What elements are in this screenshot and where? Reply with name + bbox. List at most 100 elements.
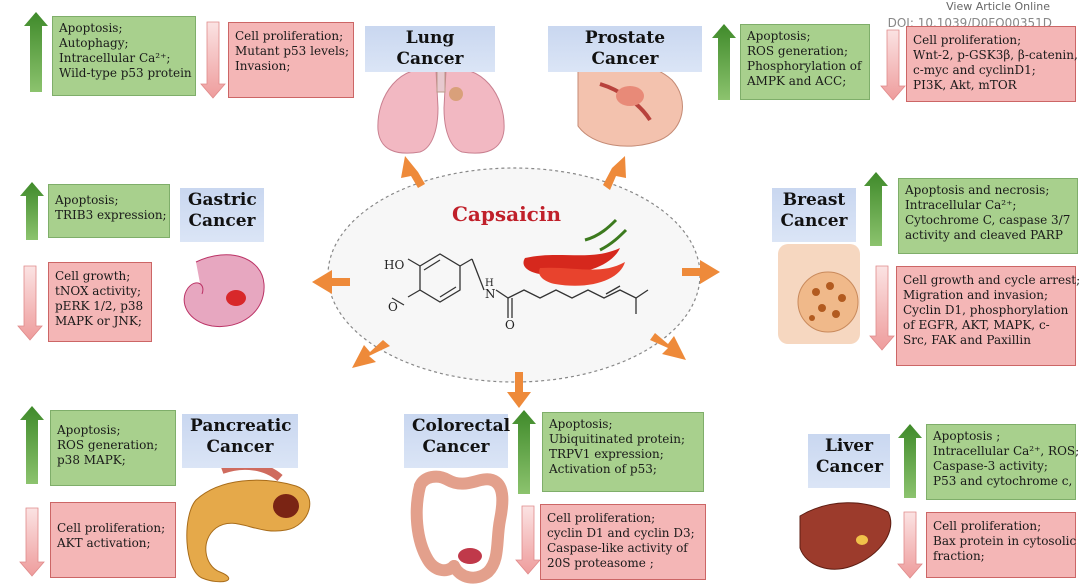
lung-up-item: Intracellular Ca²⁺; <box>59 51 171 65</box>
view-article-link[interactable]: View Article Online <box>946 0 1050 13</box>
up-arrow-pancreatic <box>20 406 44 484</box>
breast-down-item: of EGFR, AKT, MAPK, c- <box>903 318 1050 332</box>
arrow-to-breast-lower <box>650 333 686 360</box>
gastric-up-item: TRIB3 expression; <box>55 208 167 222</box>
colorectal-up-item: TRPV1 expression; <box>549 447 664 461</box>
prostate-up-item: AMPK and ACC; <box>747 74 847 88</box>
breast-up-item: activity and cleaved PARP <box>905 228 1063 242</box>
pancreatic-cancer-title: Pancreatic Cancer <box>182 414 298 468</box>
pancreatic-down-item: Cell proliferation; <box>57 521 166 535</box>
breast-title-line: Breast <box>782 190 846 210</box>
liver-up-item: P53 and cytochrome c, <box>933 474 1073 488</box>
prostate-down-item: Wnt-2, p-GSK3β, β-catenin, <box>913 48 1078 62</box>
down-arrow-lung <box>200 21 226 99</box>
lung-down-item: Cell proliferation; <box>235 29 344 43</box>
prostate-illustration <box>577 60 683 147</box>
colorectal-up-box: Apoptosis; Ubiquitinated protein; TRPV1 … <box>542 412 704 492</box>
liver-up-box: Apoptosis ; Intracellular Ca²⁺, ROS; Cas… <box>926 424 1080 500</box>
colorectal-cancer-title: Colorectal Cancer <box>404 414 511 468</box>
gastric-up-item: Apoptosis; <box>55 193 119 207</box>
up-arrows <box>20 12 922 498</box>
capsaicin-structure <box>391 253 649 318</box>
prostate-up-item: ROS generation; <box>747 44 849 58</box>
lung-up-item: Apoptosis; <box>59 21 123 35</box>
arrow-to-colorectal <box>507 372 531 408</box>
breast-illustration <box>778 244 860 344</box>
down-arrow-gastric <box>17 265 43 341</box>
prostate-cancer-title: Prostate Cancer <box>548 26 702 72</box>
breast-up-item: Cytochrome C, caspase 3/7 <box>905 213 1071 227</box>
liver-down-box: Cell proliferation; Bax protein in cytos… <box>926 512 1076 578</box>
liver-up-item: Caspase-3 activity; <box>933 459 1048 473</box>
colorectal-title-line: Colorectal <box>412 416 511 436</box>
up-arrow-breast <box>864 172 888 246</box>
gastric-down-item: pERK 1/2, p38 <box>55 299 144 313</box>
pancreas-illustration <box>186 461 311 583</box>
gastric-down-box: Cell growth; tNOX activity; pERK 1/2, p3… <box>48 262 152 342</box>
up-arrow-lung <box>24 12 48 92</box>
arrow-to-breast <box>682 260 720 284</box>
colorectal-up-item: Apoptosis; <box>549 417 613 431</box>
breast-title-line: Cancer <box>780 211 848 231</box>
pancreatic-up-item: ROS generation; <box>57 438 159 452</box>
lung-down-item: Mutant p53 levels; <box>235 44 349 58</box>
liver-up-item: Apoptosis ; <box>933 429 1001 443</box>
gastric-cancer-title: Gastric Cancer <box>180 188 264 242</box>
colorectal-up-item: Ubiquitinated protein; <box>549 432 686 446</box>
breast-up-item: Apoptosis and necrosis; <box>905 183 1050 197</box>
liver-down-item: fraction; <box>933 549 985 563</box>
center-ellipse <box>327 167 701 383</box>
gastric-title-line: Gastric <box>188 190 257 210</box>
gastric-down-item: tNOX activity; <box>55 284 142 298</box>
lung-down-item: Invasion; <box>235 59 291 73</box>
gastric-up-box: Apoptosis; TRIB3 expression; <box>48 184 170 238</box>
prostate-down-box: Cell proliferation; Wnt-2, p-GSK3β, β-ca… <box>906 26 1078 102</box>
liver-down-item: Bax protein in cytosolic <box>933 534 1077 548</box>
pancreatic-down-box: Cell proliferation; AKT activation; <box>50 502 176 578</box>
up-arrow-liver <box>898 424 922 498</box>
arrow-to-prostate <box>603 156 626 190</box>
arrow-to-pancreatic <box>352 340 390 368</box>
colorectal-down-item: Caspase-like activity of <box>547 541 688 555</box>
breast-down-item: Migration and invasion; <box>903 288 1048 302</box>
liver-up-item: Intracellular Ca²⁺, ROS; <box>933 444 1080 458</box>
liver-title-line: Cancer <box>816 457 884 477</box>
down-arrow-colorectal <box>515 505 541 575</box>
colorectal-down-item: cyclin D1 and cyclin D3; <box>547 526 695 540</box>
colorectal-title-line: Cancer <box>422 437 490 457</box>
liver-title-line: Liver <box>824 436 874 456</box>
colon-illustration <box>410 470 509 584</box>
up-arrow-prostate <box>712 24 736 100</box>
pancreatic-up-item: p38 MAPK; <box>57 453 126 467</box>
down-arrows <box>17 21 923 579</box>
atom-o2-label: O <box>505 318 515 332</box>
down-arrow-pancreatic <box>19 507 45 577</box>
breast-down-box: Cell growth and cycle arrest; Migration … <box>896 266 1080 366</box>
atom-h-label: H <box>485 278 494 289</box>
colorectal-down-item: Cell proliferation; <box>547 511 656 525</box>
down-arrow-liver <box>897 511 923 579</box>
breast-up-item: Intracellular Ca²⁺; <box>905 198 1017 212</box>
lung-up-item: Wild-type p53 protein <box>59 66 192 80</box>
prostate-up-item: Apoptosis; <box>747 29 811 43</box>
liver-illustration <box>799 502 892 570</box>
lungs-illustration <box>377 51 505 154</box>
lung-up-box: Apoptosis; Autophagy; Intracellular Ca²⁺… <box>52 16 196 96</box>
arrow-to-lung <box>401 156 425 188</box>
prostate-down-item: Cell proliferation; <box>913 33 1022 47</box>
breast-down-item: Cyclin D1, phosphorylation <box>903 303 1069 317</box>
prostate-up-item: Phosphorylation of <box>747 59 862 73</box>
capsaicin-title: Capsaicin <box>452 202 561 226</box>
pancreatic-title-line: Cancer <box>206 437 274 457</box>
gastric-title-line: Cancer <box>188 211 256 231</box>
colorectal-up-item: Activation of p53; <box>549 462 657 476</box>
gastric-down-item: MAPK or JNK; <box>55 314 142 328</box>
lung-up-item: Autophagy; <box>59 36 129 50</box>
pancreatic-up-box: Apoptosis; ROS generation; p38 MAPK; <box>50 410 176 486</box>
orange-arrows <box>312 156 720 408</box>
down-arrow-prostate <box>880 29 906 101</box>
breast-down-item: Src, FAK and Paxillin <box>903 333 1031 347</box>
breast-up-box: Apoptosis and necrosis; Intracellular Ca… <box>898 178 1078 254</box>
chili-peppers-icon <box>523 218 628 286</box>
